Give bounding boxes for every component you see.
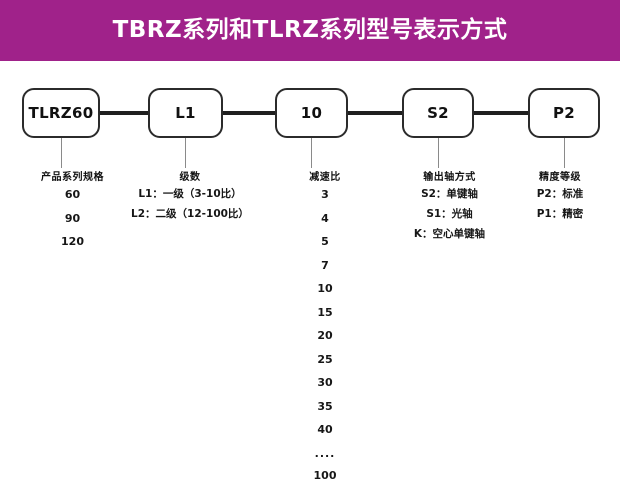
column-reduction-ratio: 减速比 3 4 5 7 10 15 20 25 30 35 40 .... 10… [270,168,380,493]
title-banner: TBRZ系列和TLRZ系列型号表示方式 [0,0,620,61]
list-item: 120 [61,235,84,249]
connector-3 [348,111,402,115]
column-header-stage-count: 级数 [179,172,201,183]
list-item-ellipsis: .... [314,447,336,461]
code-box-ratio-label: 10 [300,104,323,122]
column-header-product-series-spec: 产品系列规格 [41,172,104,183]
code-box-stage: L1 [148,88,223,138]
list-item: 30 [317,376,333,390]
list-item: L2：二级（12-100比） [131,208,249,221]
list-item: 35 [317,399,333,413]
code-box-series-label: TLRZ60 [28,104,94,122]
connector-1 [100,111,148,115]
list-item: K：空心单键轴 [413,228,486,241]
list-item: 5 [321,235,329,249]
list-item: 7 [321,258,329,272]
list-item: S2：单键轴 [421,188,478,200]
list-item: 40 [317,423,333,437]
column-header-precision-grade: 精度等级 [539,172,581,183]
drop-line-series [61,138,62,168]
page-title: TBRZ系列和TLRZ系列型号表示方式 [112,17,508,43]
column-stage-count: 级数 L1：一级（3-10比） L2：二级（12-100比） [110,168,270,229]
column-header-reduction-ratio: 减速比 [309,172,341,183]
list-item: S1：光轴 [426,208,473,221]
code-box-output-shaft-label: S2 [427,104,449,122]
drop-line-ratio [311,138,312,168]
list-item: 3 [321,188,329,201]
list-item: 60 [64,188,81,201]
code-box-row: TLRZ60 L1 10 S2 P2 [0,88,620,138]
code-box-precision: P2 [528,88,600,138]
model-designation-diagram: TBRZ系列和TLRZ系列型号表示方式 TLRZ60 L1 10 S2 P2 产… [0,0,620,481]
drop-line-precision [564,138,565,168]
list-item: P1：精密 [536,208,584,221]
list-item: 25 [317,352,333,366]
connector-2 [223,111,275,115]
connector-4 [474,111,528,115]
column-product-series-spec: 产品系列规格 60 90 120 [0,168,145,260]
column-header-output-shaft-type: 输出轴方式 [423,172,476,183]
code-box-series: TLRZ60 [22,88,100,138]
list-item: L1：一级（3-10比） [138,188,242,200]
code-box-ratio: 10 [275,88,348,138]
drop-line-output-shaft [438,138,439,168]
list-item: 10 [317,282,333,296]
column-output-shaft-type: 输出轴方式 S2：单键轴 S1：光轴 K：空心单键轴 [372,168,527,249]
drop-line-stage [185,138,186,168]
list-item: 4 [321,211,329,225]
code-box-output-shaft: S2 [402,88,474,138]
list-item: 15 [317,305,333,319]
code-box-stage-label: L1 [175,104,196,122]
column-precision-grade: 精度等级 P2：标准 P1：精密 [500,168,620,229]
code-box-precision-label: P2 [552,104,576,122]
list-item: 20 [317,329,333,343]
list-item: 90 [64,211,81,225]
list-item: P2：标准 [536,188,584,200]
list-item: 100 [313,468,337,482]
